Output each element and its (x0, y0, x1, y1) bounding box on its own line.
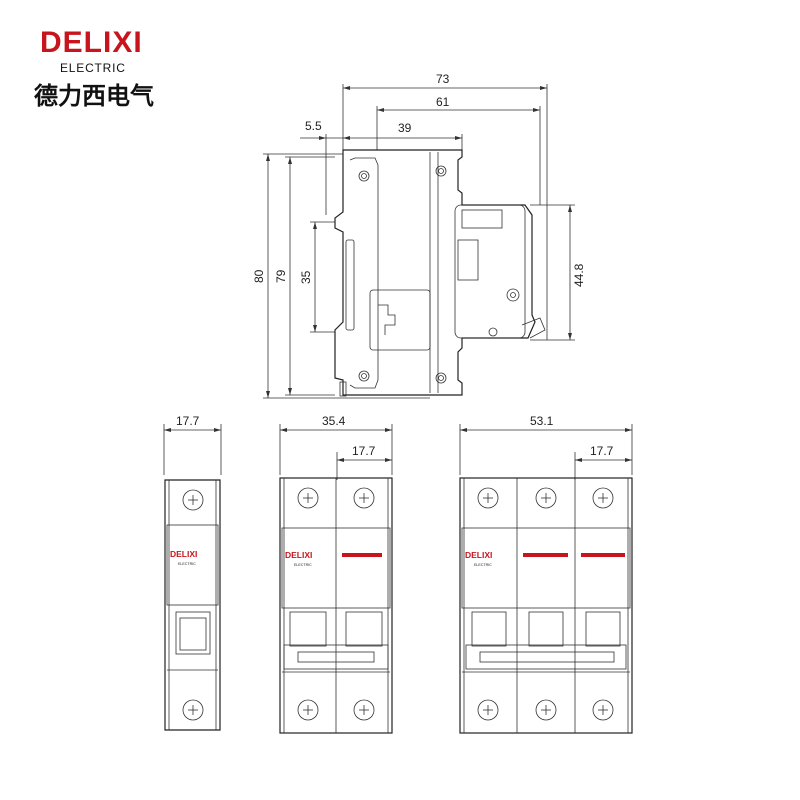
pole-stripe (342, 553, 382, 557)
pole-stripe (581, 553, 625, 557)
dim-2p-pole: 17.7 (352, 444, 376, 458)
label-2p-brand: DELIXI (285, 550, 312, 560)
dim-44-8: 44.8 (572, 263, 586, 287)
dim-61: 61 (436, 95, 450, 109)
label-2p-sub: ELECTRIC (294, 563, 312, 567)
brand-sub: ELECTRIC (60, 61, 126, 75)
dim-80: 80 (252, 269, 266, 283)
brand-chinese: 德力西电气 (34, 82, 154, 110)
brand-logo: DELIXI ELECTRIC 德力西电气 (34, 26, 154, 110)
front-view-3p: 53.1 17.7 DELIXI ELECTRIC (459, 414, 633, 734)
label-3p-sub: ELECTRIC (474, 563, 492, 567)
side-view-breaker (334, 149, 546, 397)
dim-2p-width: 35.4 (322, 414, 346, 428)
side-view-dimensions: 73 61 5.5 39 80 79 (252, 72, 586, 399)
front-view-1p: 17.7 DELIXI ELECTRIC (163, 414, 222, 731)
dim-1p-width: 17.7 (176, 414, 200, 428)
label-1p-sub: ELECTRIC (178, 562, 196, 566)
label-1p-brand: DELIXI (170, 549, 197, 559)
front-view-2p: 35.4 17.7 DELIXI ELECTRIC (279, 414, 393, 734)
dim-3p-width: 53.1 (530, 414, 554, 428)
label-3p-brand: DELIXI (465, 550, 492, 560)
dim-3p-pole: 17.7 (590, 444, 614, 458)
pole-stripe (523, 553, 568, 557)
dim-73: 73 (436, 72, 450, 86)
dim-79: 79 (274, 269, 288, 283)
dim-5-5: 5.5 (305, 119, 322, 133)
brand-name: DELIXI (40, 26, 143, 59)
dim-35: 35 (299, 270, 313, 284)
dim-39: 39 (398, 121, 412, 135)
